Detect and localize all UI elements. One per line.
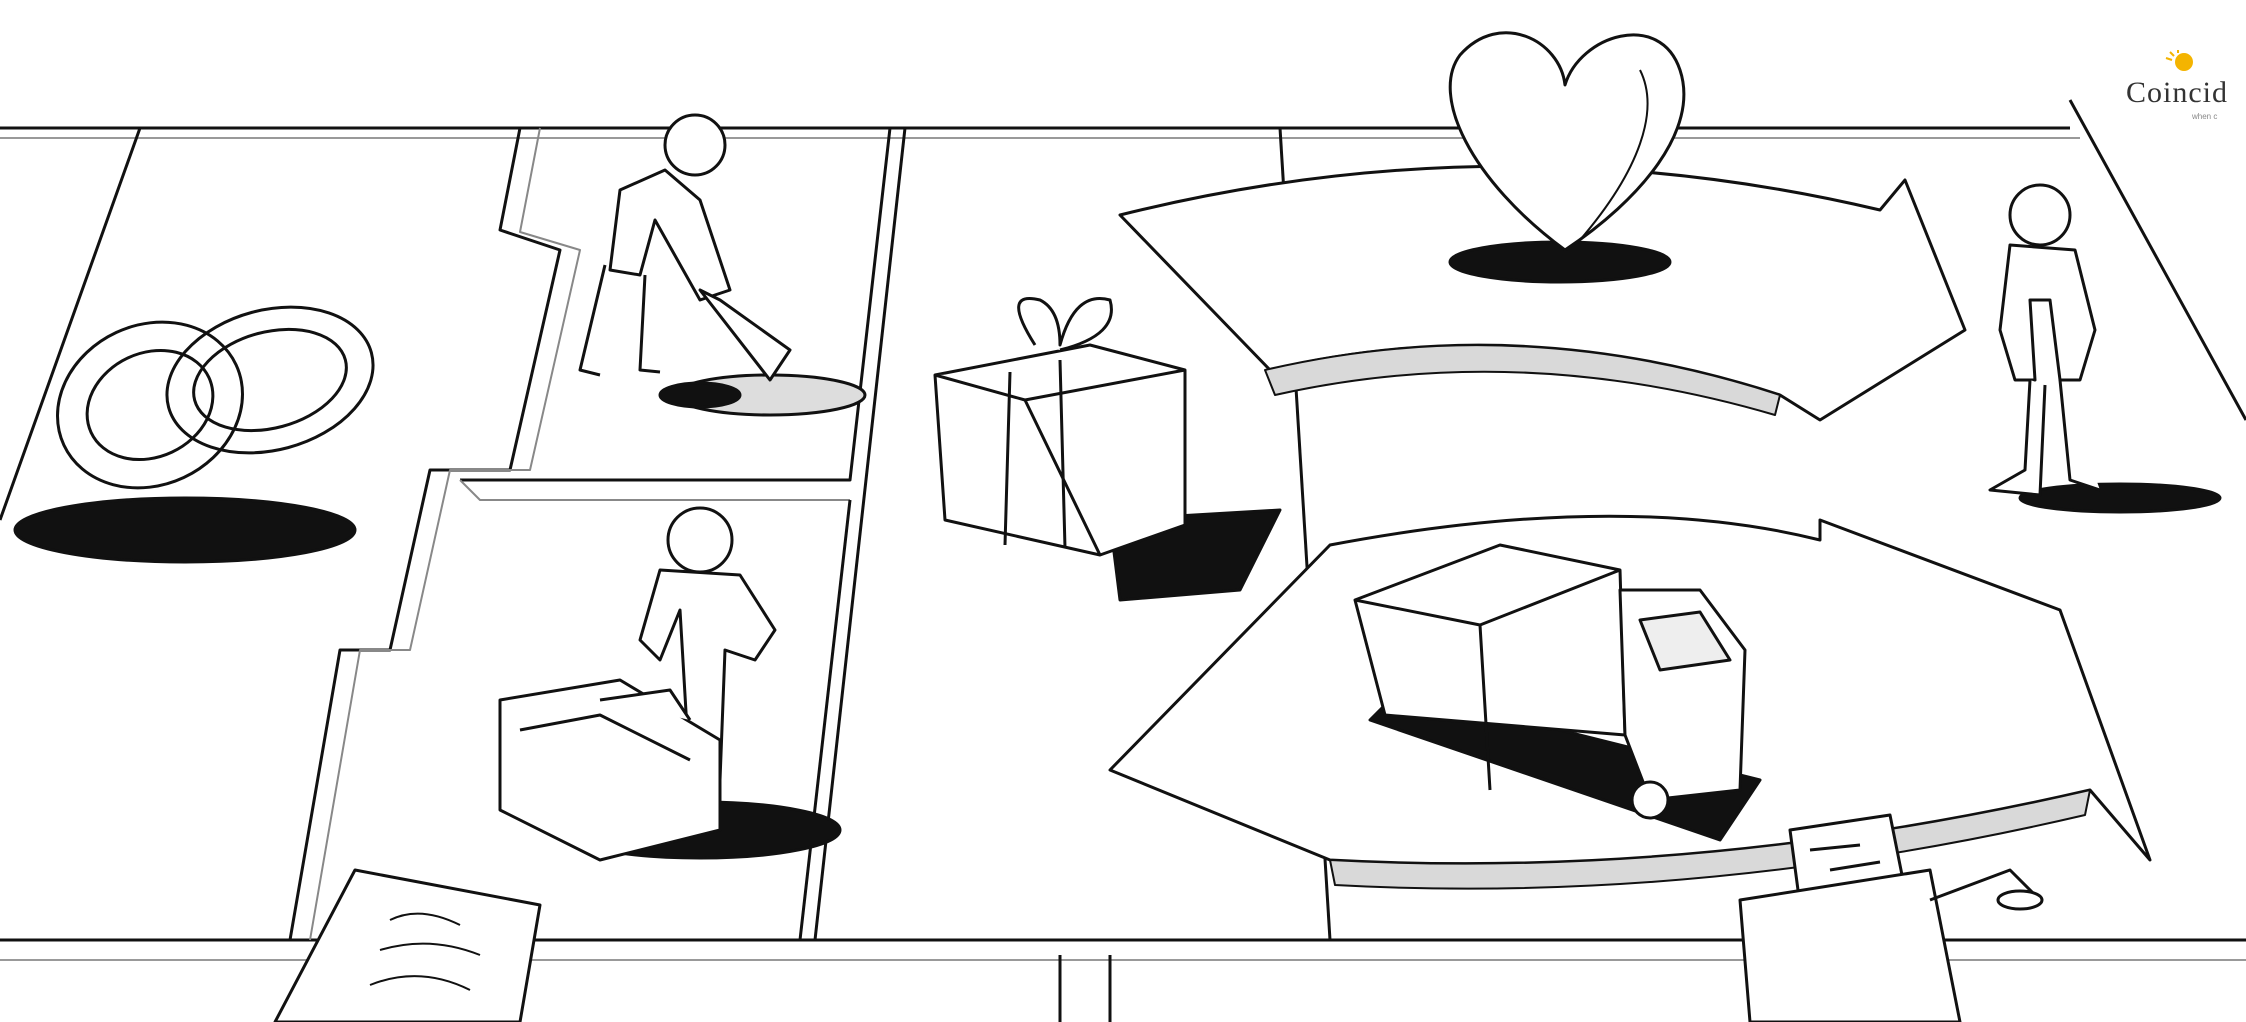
working-person-icon — [500, 508, 840, 860]
company-logo: Coincid when c — [2126, 46, 2246, 136]
document-icon — [275, 870, 540, 1022]
digging-person-icon — [580, 115, 865, 415]
logo-subtext: when c — [2192, 112, 2217, 121]
customer-segments-panel — [2070, 100, 2246, 420]
standing-customer-icon — [1990, 185, 2220, 512]
logo-text: Coincid — [2126, 76, 2228, 110]
lightbulb-icon — [2164, 50, 2194, 76]
gift-box-icon — [935, 298, 1280, 600]
interlocked-rings-icon — [15, 285, 390, 562]
